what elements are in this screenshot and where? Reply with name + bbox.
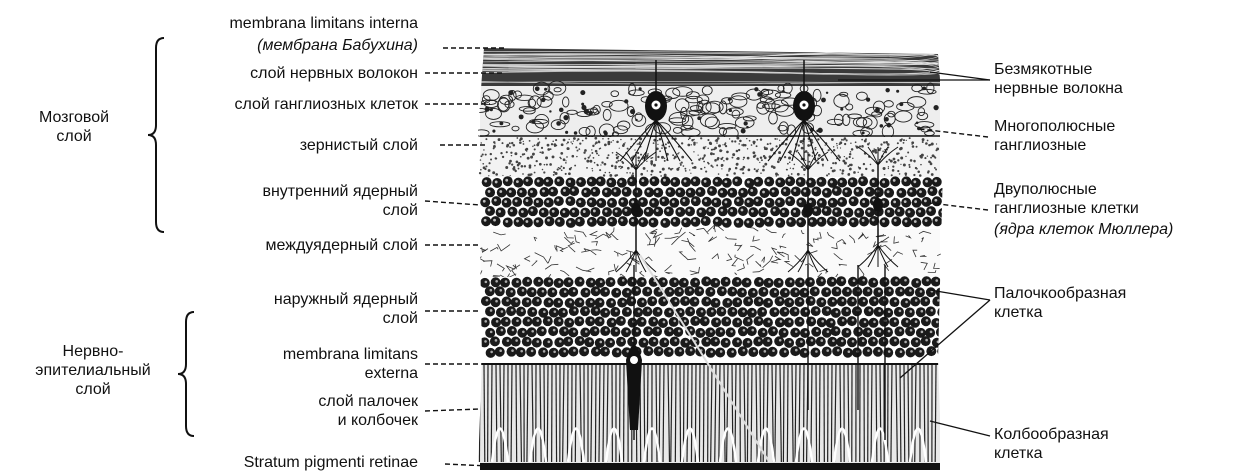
label-cone-cell: Колбообразная клетка xyxy=(994,425,1109,463)
internuclear-band xyxy=(471,225,951,285)
label-membrana-babuhina: (мембрана Бабухина) xyxy=(257,36,418,55)
leader-inner-nuclear xyxy=(425,201,480,205)
label-multipolar-ganglion: Многополюсные ганглиозные xyxy=(994,117,1115,155)
ganglion-cell-band xyxy=(474,81,940,140)
outer-nuclear-band xyxy=(480,276,948,364)
label-inner-nuclear-layer: внутренний ядерный слой xyxy=(262,182,418,220)
label-membrana-limitans-externa: membrana limitans externa xyxy=(283,345,418,383)
label-granular-layer: зернистый слой xyxy=(300,136,418,155)
pigment-band xyxy=(480,463,940,473)
brace-neuroepithelial-layer xyxy=(178,312,194,436)
label-stratum-pigmenti: Stratum pigmenti retinae xyxy=(244,453,418,472)
tissue-block xyxy=(471,48,951,473)
brace-brain-layer xyxy=(148,38,164,232)
group-label-neuroepithelial-layer: Нервно- эпителиальный слой xyxy=(18,342,168,399)
label-outer-nuclear-layer: наружный ядерный слой xyxy=(274,290,418,328)
leader-rods-cones xyxy=(425,409,480,411)
label-internuclear-layer: междуядерный слой xyxy=(266,236,418,255)
label-rods-cones-layer: слой палочек и колбочек xyxy=(318,392,418,430)
label-unmyelinated-fibers: Безмякотные нервные волокна xyxy=(994,60,1123,98)
rods-cones-band xyxy=(479,365,940,463)
label-rod-cell: Палочкообразная клетка xyxy=(994,284,1126,322)
label-nerve-fiber-layer: слой нервных волокон xyxy=(250,64,418,83)
group-label-brain-layer: Мозговой слой xyxy=(14,108,134,146)
label-membrana-limitans-interna: membrana limitans interna xyxy=(229,14,418,33)
label-ganglion-cell-layer: слой ганглиозных клеток xyxy=(234,95,418,114)
label-muller-nuclei: (ядра клеток Мюллера) xyxy=(994,220,1173,239)
label-bipolar-ganglion: Двуполюсные ганглиозные клетки xyxy=(994,180,1139,218)
